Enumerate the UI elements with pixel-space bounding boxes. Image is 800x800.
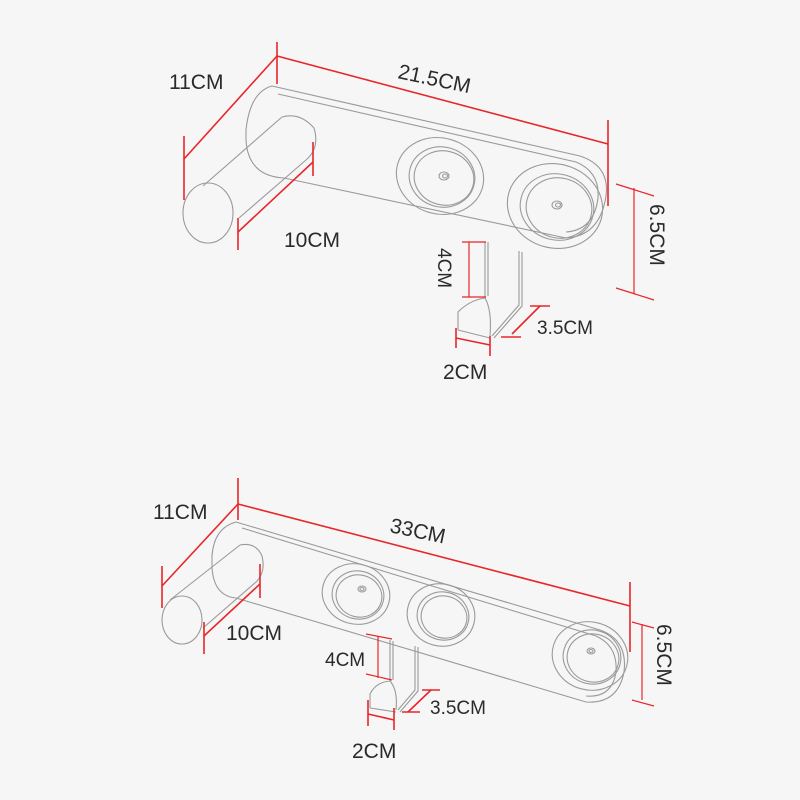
bottom-rack-mount-2 [406, 583, 476, 647]
top-depth-label: 11CM [169, 71, 223, 94]
bottom-rack-mount-3 [551, 621, 629, 691]
top-hook-reach-label: 3.5CM [537, 318, 593, 339]
top-rack-mount-1 [395, 137, 485, 215]
bottom-hook-width-label: 2CM [352, 740, 396, 763]
top-rack-mount-2 [506, 163, 604, 249]
bottom-rack-mount-1 [321, 563, 391, 625]
bottom-hook-drop-label: 4CM [325, 650, 365, 671]
top-rack-drawing [182, 85, 608, 339]
bottom-rack-drawing [161, 521, 629, 713]
bottom-length-label: 33CM [388, 514, 448, 548]
bottom-height-label: 6.5CM [652, 624, 675, 686]
bottom-rod-length-label: 10CM [226, 622, 282, 645]
bottom-depth-label: 11CM [153, 501, 207, 524]
top-rack-dimensions [183, 42, 655, 356]
top-rod-length-label: 10CM [284, 229, 340, 252]
top-height-label: 6.5CM [645, 204, 668, 266]
bottom-hook-reach-label: 3.5CM [430, 698, 486, 719]
top-rack-labels: 11CM 21.5CM 10CM 6.5CM 4CM 3.5CM 2CM [169, 60, 668, 384]
top-hook-width-label: 2CM [443, 361, 487, 384]
top-hook-drop-label: 4CM [433, 248, 454, 288]
bottom-rack-hook [369, 640, 419, 713]
top-length-label: 21.5CM [396, 60, 473, 98]
bottom-rack-dimensions [161, 478, 655, 730]
top-rack-hook [457, 242, 523, 339]
top-rack-rod [182, 115, 317, 244]
bottom-rack-rod [161, 543, 264, 645]
top-rack-plate [245, 85, 608, 239]
